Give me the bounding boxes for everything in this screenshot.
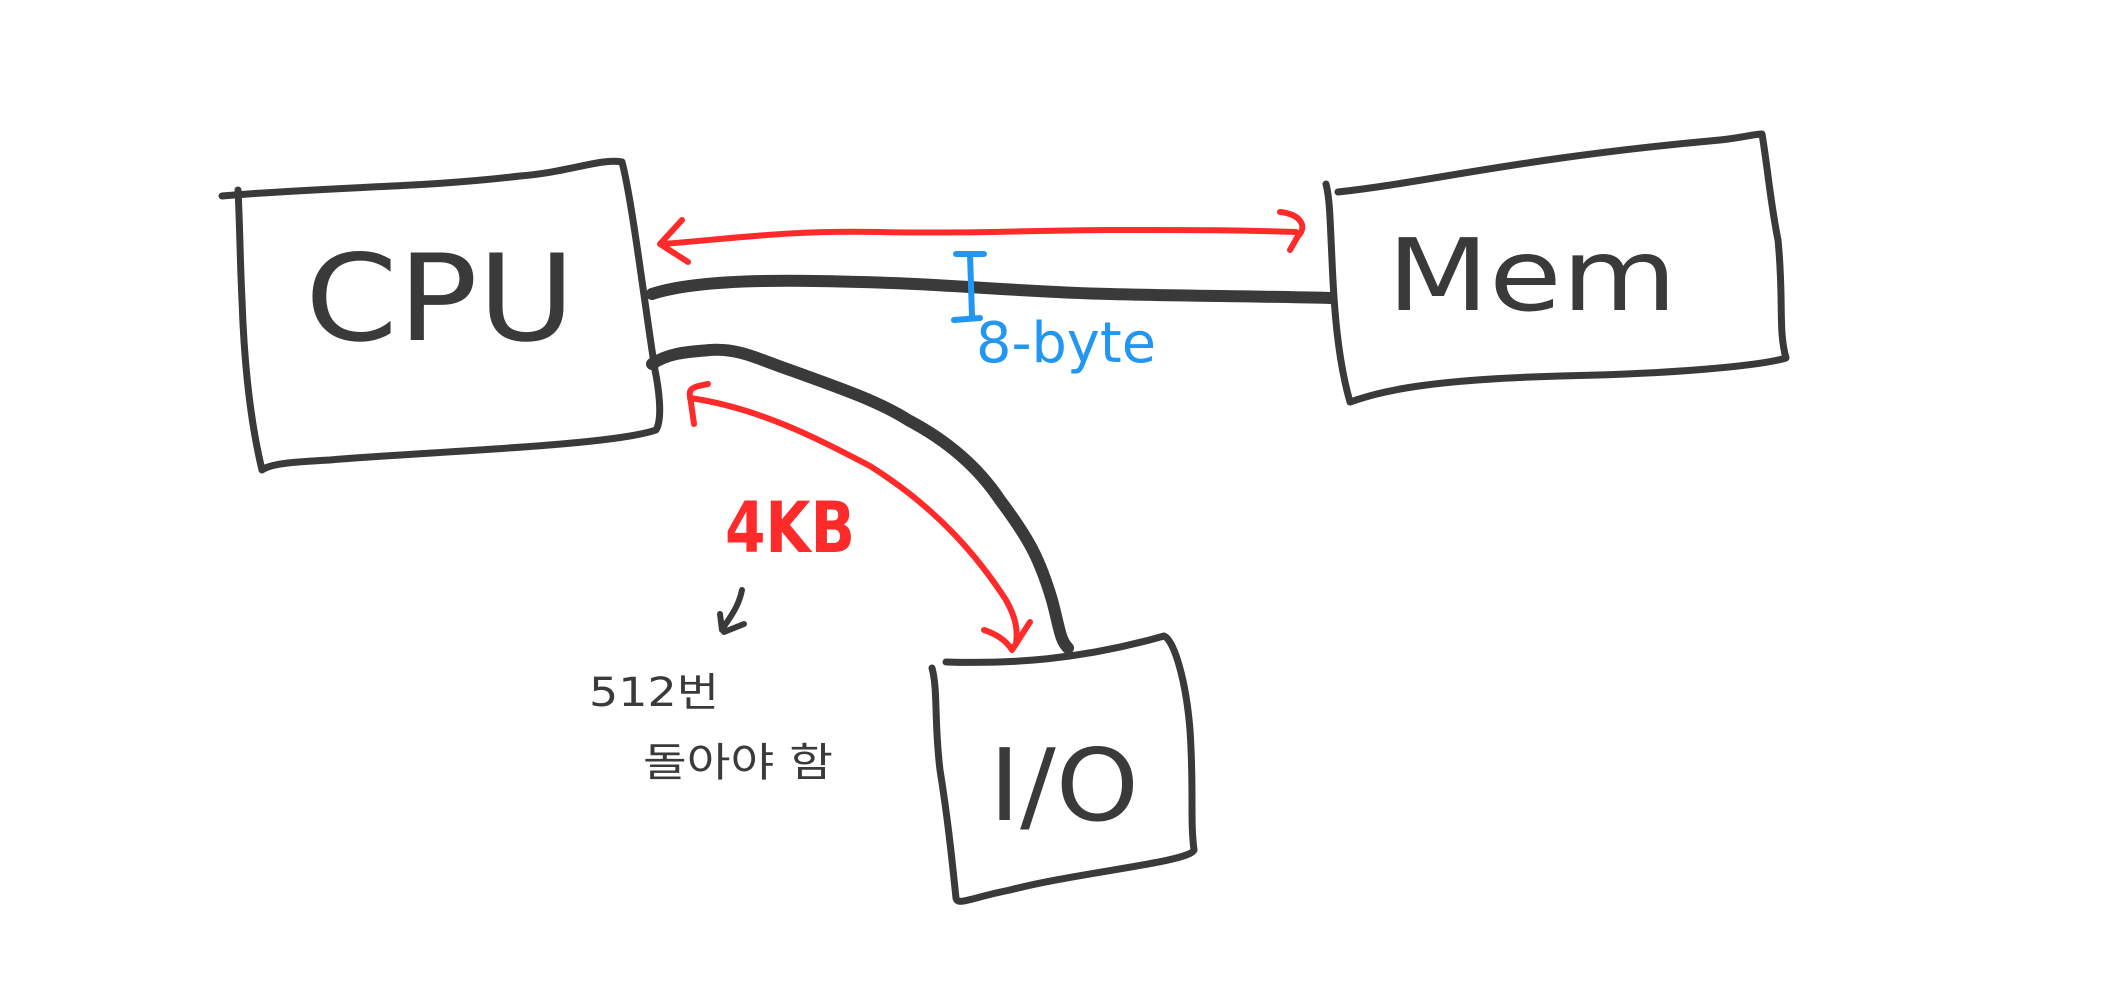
cpu-mem-arrowhead-right	[1277, 209, 1306, 253]
note-pointer	[717, 587, 747, 635]
io-label: I/O	[989, 727, 1139, 844]
cpu-mem-arrow	[659, 227, 1299, 247]
cpu-label: CPU	[305, 230, 575, 369]
cpu-mem-bus	[646, 274, 1336, 304]
cpu-mem-arrowhead-left	[657, 217, 691, 265]
bus-width-marker	[951, 251, 987, 323]
cpu-io-arrowhead-bottom	[981, 619, 1033, 653]
io-box	[928, 632, 1198, 905]
cpu-io-bus	[646, 343, 1074, 654]
mem-label: Mem	[1387, 217, 1677, 334]
bus-width-label: 8-byte	[976, 311, 1156, 376]
cpu-io-arrow	[687, 395, 1020, 647]
cpu-box	[218, 157, 664, 474]
mem-box-outline	[1322, 130, 1790, 406]
note-line-1: 512번	[589, 670, 719, 716]
cpu-io-arrowhead-top	[686, 381, 711, 427]
io-block-size-label: 4KB	[725, 487, 855, 569]
note-line-2: 돌아야 함	[643, 740, 833, 786]
